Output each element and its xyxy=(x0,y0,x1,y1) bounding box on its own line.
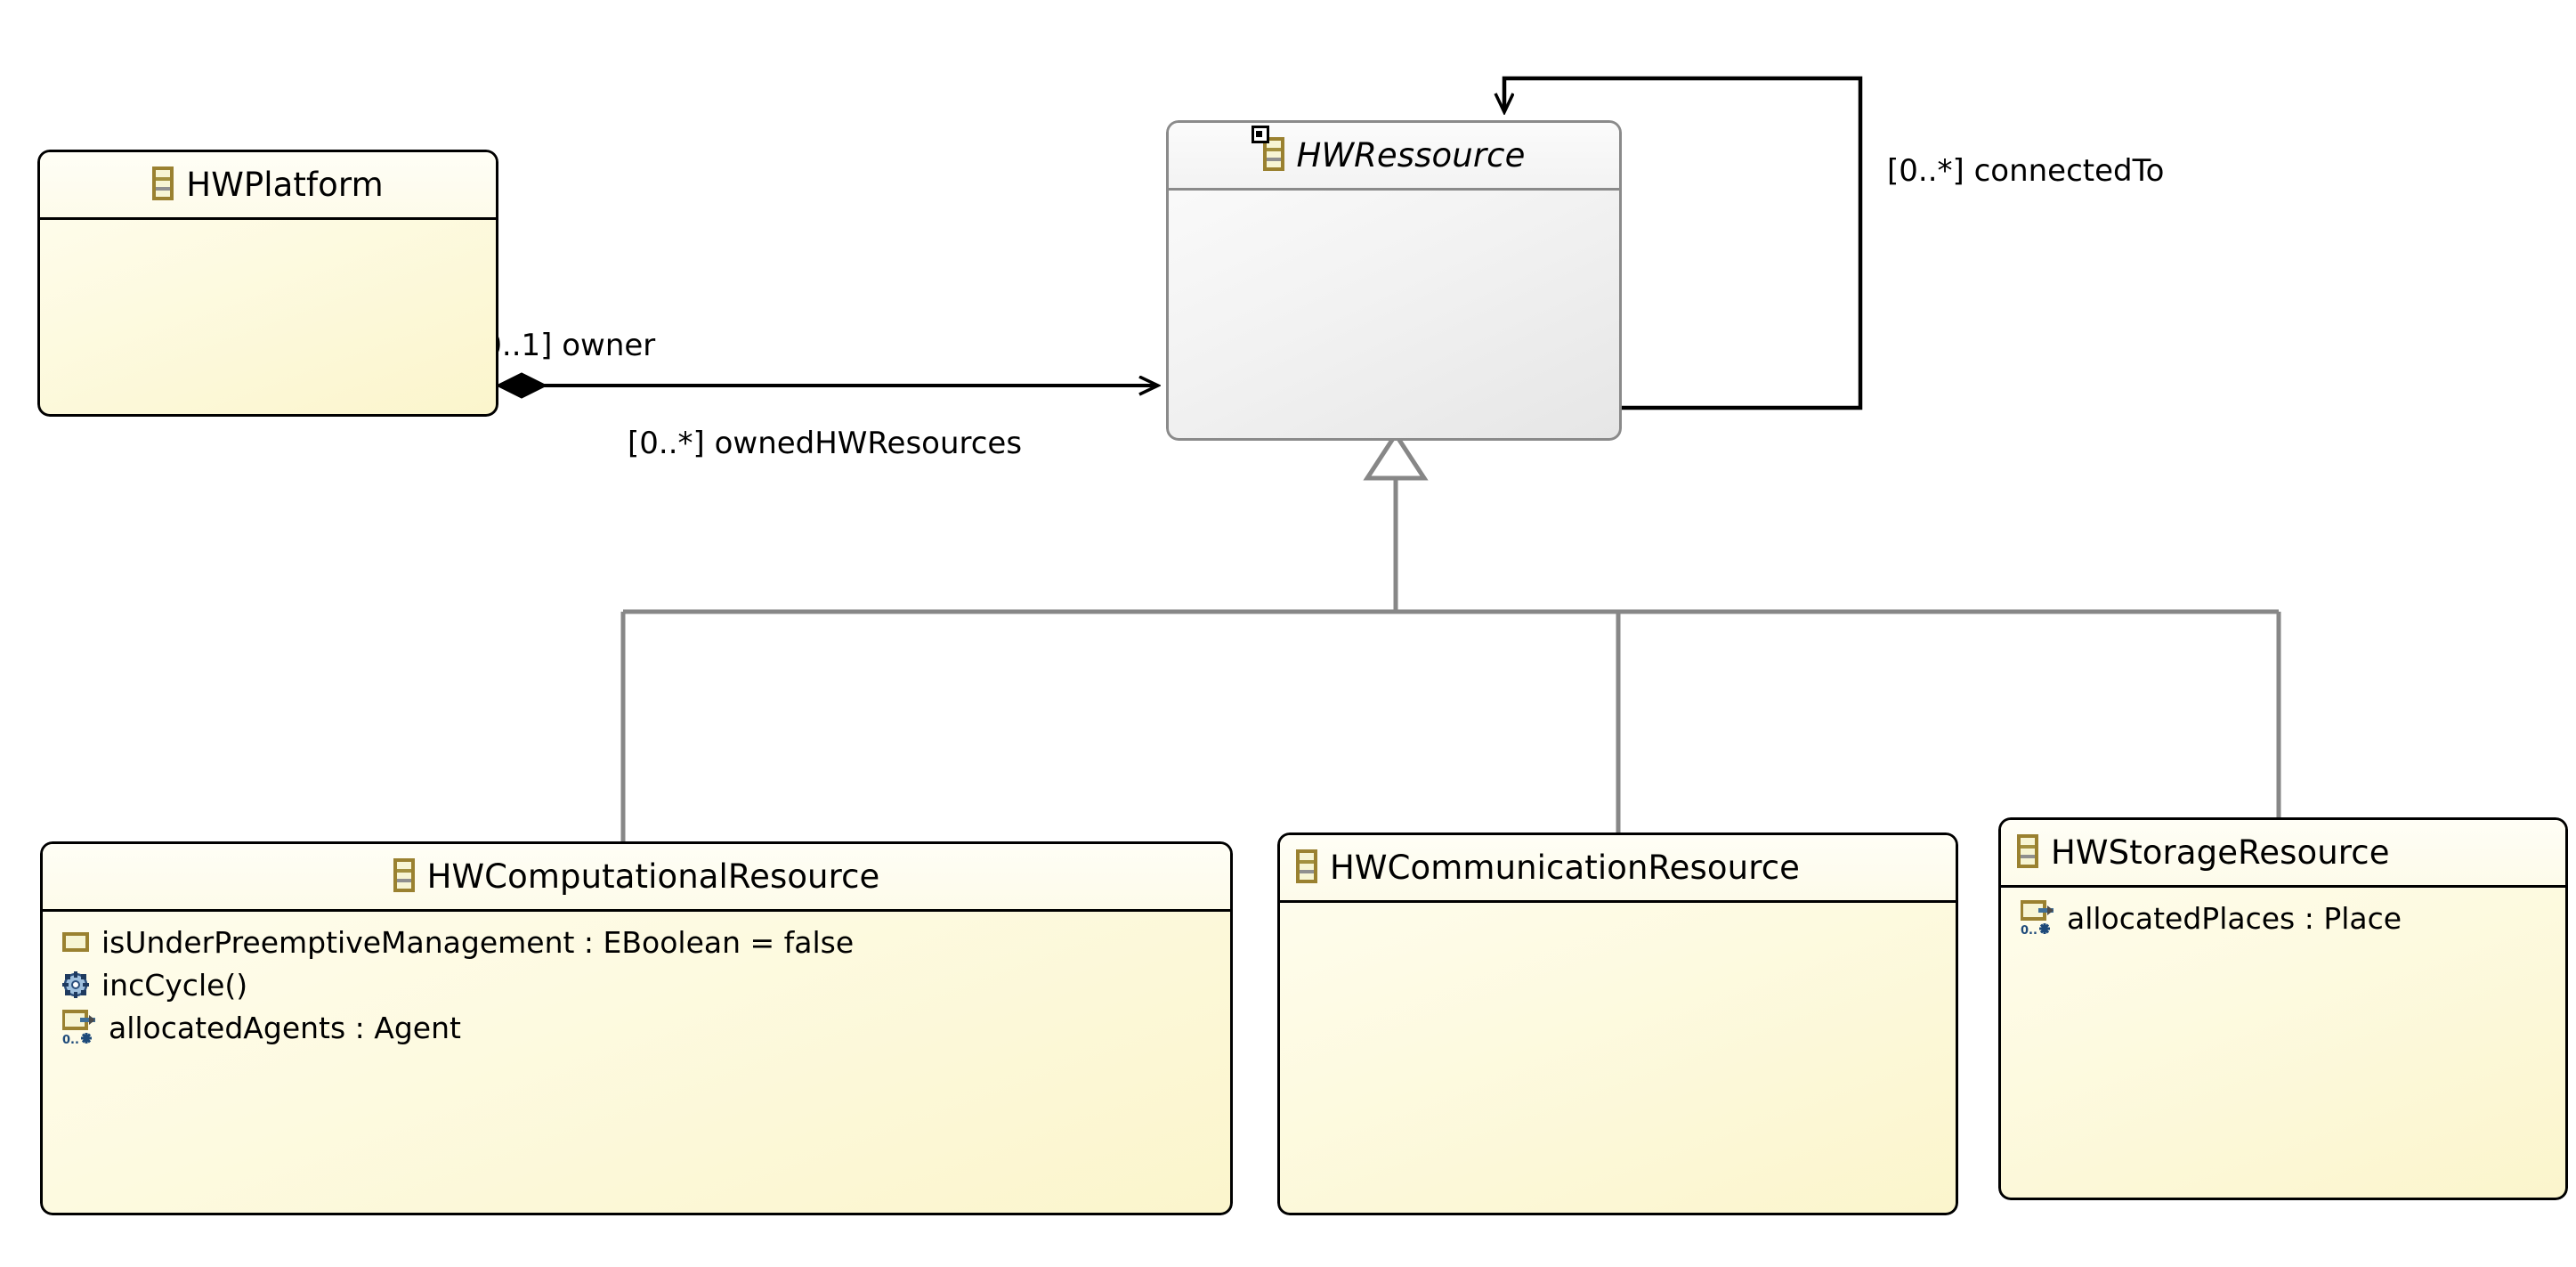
class-box-hwcommunicationresource[interactable]: HWCommunicationResource xyxy=(1277,832,1958,1215)
member-label: allocatedPlaces : Place xyxy=(2067,900,2402,936)
class-members: isUnderPreemptiveManagement : EBoolean =… xyxy=(43,912,1230,1049)
eclass-icon xyxy=(393,857,415,892)
edge-generalization-tree[interactable] xyxy=(620,430,2281,841)
edge-label-connectedto: [0..*] connectedTo xyxy=(1887,153,2165,189)
class-members: 0.. allocatedPlaces : Place xyxy=(2001,888,2565,939)
eclass-icon-wrap xyxy=(393,857,415,896)
class-name-hwressource: HWRessource xyxy=(1296,136,1526,175)
eclass-icon-wrap xyxy=(152,166,174,204)
class-name-hwstorageresource: HWStorageResource xyxy=(2051,833,2390,872)
class-box-hwcomputationalresource[interactable]: HWComputationalResource isUnderPreemptiv… xyxy=(40,841,1233,1215)
eclass-icon-wrap xyxy=(1296,849,1317,887)
class-box-hwressource[interactable]: HWRessource xyxy=(1166,120,1622,441)
class-body: HWStorageResource 0.. allocatedPlaces : … xyxy=(1998,817,2568,1200)
eoperation-icon xyxy=(62,971,89,998)
svg-text:0..: 0.. xyxy=(2021,924,2037,936)
edge-label-owner: [0..1] owner xyxy=(471,328,656,363)
member-row[interactable]: incCycle() xyxy=(43,963,1230,1006)
member-row[interactable]: isUnderPreemptiveManagement : EBoolean =… xyxy=(43,921,1230,963)
model-element-badge-icon xyxy=(1251,125,1269,143)
ereference-icon: 0.. xyxy=(2020,900,2054,938)
class-titlebar: HWComputationalResource xyxy=(43,844,1230,912)
class-titlebar: HWCommunicationResource xyxy=(1280,835,1956,903)
class-name-hwcommunicationresource: HWCommunicationResource xyxy=(1330,849,1801,887)
class-body: HWCommunicationResource xyxy=(1277,832,1958,1215)
class-members xyxy=(1169,191,1619,199)
class-box-hwstorageresource[interactable]: HWStorageResource 0.. allocatedPlaces : … xyxy=(1998,817,2568,1200)
class-titlebar: HWPlatform xyxy=(40,152,496,220)
class-members xyxy=(1280,903,1956,912)
eclass-icon xyxy=(1296,849,1317,883)
class-members xyxy=(40,220,496,229)
member-row[interactable]: 0.. allocatedAgents : Agent xyxy=(43,1006,1230,1049)
class-body: HWPlatform xyxy=(37,150,498,417)
member-row[interactable]: 0.. allocatedPlaces : Place xyxy=(2001,897,2565,939)
class-box-hwplatform[interactable]: HWPlatform xyxy=(37,150,498,417)
class-name-hwcomputationalresource: HWComputationalResource xyxy=(426,857,880,896)
class-titlebar: HWRessource xyxy=(1169,123,1619,191)
class-body: HWComputationalResource isUnderPreemptiv… xyxy=(40,841,1233,1215)
edge-label-ownedhwresources: [0..*] ownedHWResources xyxy=(628,426,1023,461)
eclass-icon xyxy=(2017,833,2038,868)
generalization-triangle xyxy=(1363,430,1429,481)
eclass-icon-wrap xyxy=(2017,833,2038,872)
class-titlebar: HWStorageResource xyxy=(2001,820,2565,888)
member-label: isUnderPreemptiveManagement : EBoolean =… xyxy=(101,924,855,960)
eclass-icon-wrap xyxy=(1251,125,1284,175)
svg-text:0..: 0.. xyxy=(62,1034,79,1045)
member-label: allocatedAgents : Agent xyxy=(109,1010,461,1045)
ereference-icon: 0.. xyxy=(61,1010,96,1047)
eclass-icon xyxy=(152,166,174,200)
composition-diamond xyxy=(495,372,548,399)
eattribute-icon xyxy=(62,932,89,952)
edge-composition-owner[interactable] xyxy=(495,372,1157,399)
member-label: incCycle() xyxy=(101,967,248,1003)
class-name-hwplatform: HWPlatform xyxy=(186,166,384,204)
class-body: HWRessource xyxy=(1166,120,1622,441)
